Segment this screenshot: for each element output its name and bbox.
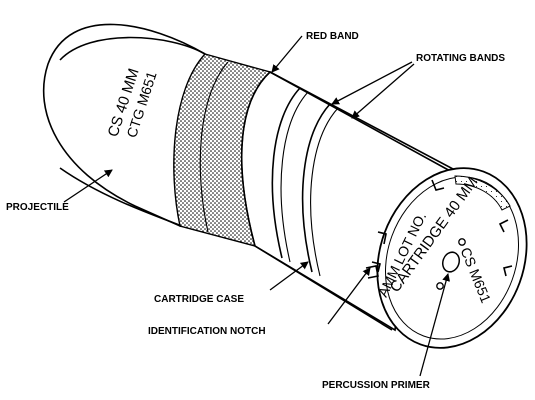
- identification-notch-leader: [327, 267, 371, 325]
- label-identification-notch: IDENTIFICATION NOTCH: [148, 326, 266, 337]
- red-band: [173, 53, 272, 247]
- rotating-band-leader-2: [351, 63, 415, 119]
- label-cartridge-case: CARTRIDGE CASE: [154, 294, 244, 305]
- label-red-band: RED BAND: [306, 31, 359, 42]
- cartridge-base: [365, 167, 528, 349]
- rotating-bands: [271, 87, 339, 277]
- percussion-primer-leader: [419, 273, 451, 377]
- cartridge-case-leader: [269, 261, 309, 291]
- label-projectile: PROJECTILE: [6, 202, 69, 213]
- projectile: [42, 23, 206, 228]
- rotating-band-leader-1: [331, 61, 413, 105]
- label-rotating-bands: ROTATING BANDS: [416, 53, 505, 64]
- red-band-leader: [271, 35, 303, 73]
- label-percussion-primer: PERCUSSION PRIMER: [322, 380, 431, 391]
- projectile-leader: [63, 169, 113, 203]
